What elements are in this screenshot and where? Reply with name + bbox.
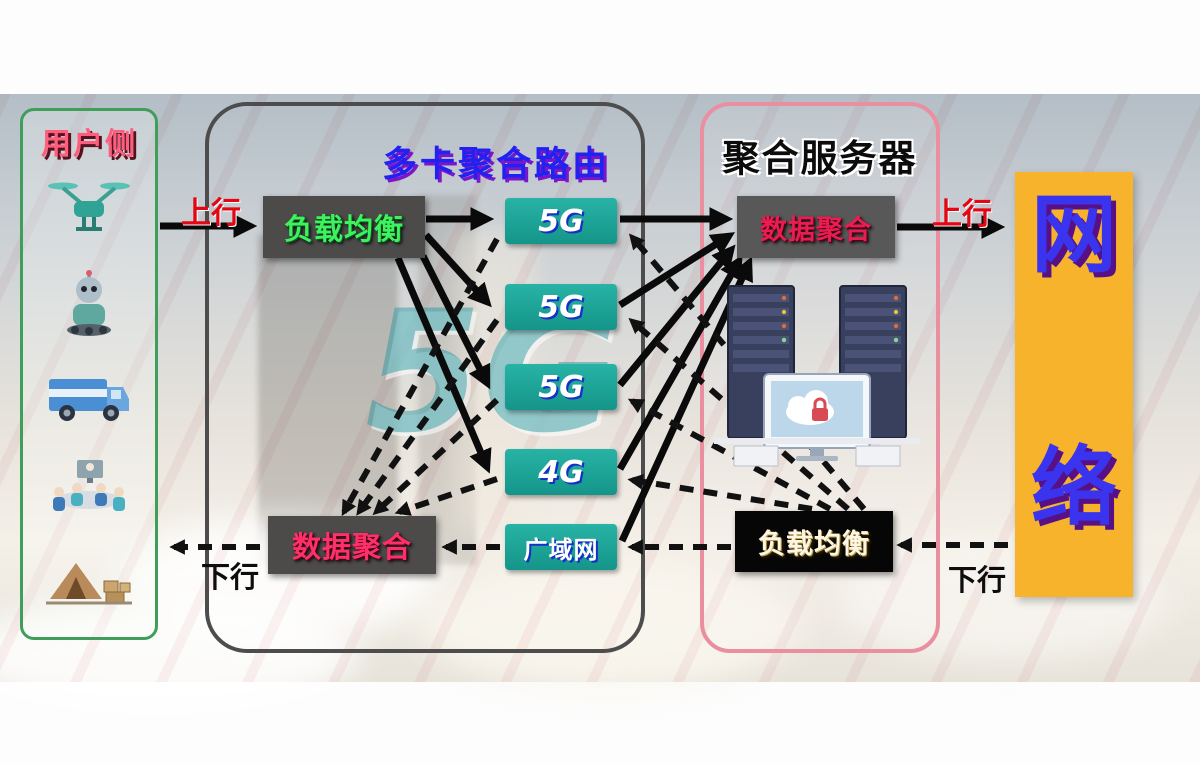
link-label: 5G (538, 289, 584, 325)
link-label: 5G (538, 203, 584, 239)
link-label: 5G (538, 369, 584, 405)
network-char: 络 (1031, 438, 1117, 538)
server-load-balancer-label: 负载均衡 (758, 529, 870, 560)
server-rack-illustration (714, 285, 920, 467)
smoke-cloud (0, 600, 360, 710)
router-title: 多卡聚合路由 (382, 145, 611, 185)
truck-icon (45, 369, 133, 431)
user-side-panel: 用户侧 (20, 108, 158, 640)
network-panel: 网 络 (1015, 172, 1133, 597)
video-conference-icon (45, 458, 133, 526)
server-title: 聚合服务器 (722, 137, 918, 180)
server-data-aggregation-box: 数据聚合 (737, 196, 895, 258)
router-data-aggregation-label: 数据聚合 (291, 530, 412, 564)
link-box-4g: 4G (505, 449, 617, 495)
link-label: 广域网 (523, 535, 599, 564)
drone-icon (46, 177, 132, 243)
uplink-label-right: 上行 (932, 197, 992, 232)
link-box-5g-3: 5G (505, 364, 617, 410)
link-box-wan: 广域网 (505, 524, 617, 570)
user-side-title: 用户侧 (41, 127, 137, 162)
link-box-5g-1: 5G (505, 198, 617, 244)
downlink-label-left: 下行 (201, 560, 260, 594)
link-label: 4G (538, 454, 584, 490)
downlink-label-right: 下行 (948, 563, 1007, 597)
user-device-list (23, 163, 155, 627)
field-camp-icon (44, 553, 134, 613)
server-load-balancer-box: 负载均衡 (735, 511, 893, 572)
link-box-5g-2: 5G (505, 284, 617, 330)
router-data-aggregation-box: 数据聚合 (268, 516, 436, 574)
network-char: 网 (1031, 185, 1117, 285)
robot-icon (57, 269, 121, 342)
server-data-aggregation-label: 数据聚合 (760, 214, 872, 246)
router-load-balancer-label: 负载均衡 (283, 212, 404, 246)
router-load-balancer-box: 负载均衡 (263, 196, 425, 258)
uplink-label-left: 上行 (181, 196, 241, 231)
